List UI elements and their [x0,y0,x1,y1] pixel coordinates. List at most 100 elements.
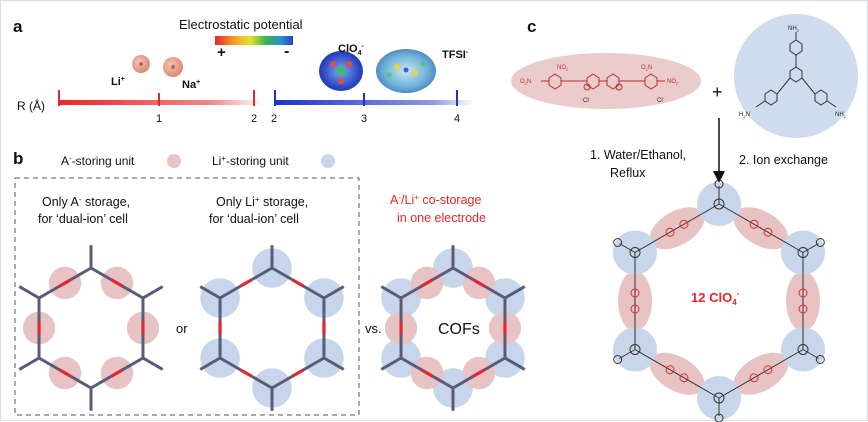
amine-group-left: H2N [739,112,750,119]
peripheral-phenyl-ring [613,355,623,364]
only-anion-storage-line2: for ‘dual-ion’ cell [38,212,128,226]
only-anion-storage-line1: Only A- storage, [42,195,130,209]
anion-linker-segment [421,278,434,288]
scale-plus-sign: + [217,44,226,61]
framework-spoke [142,285,164,300]
legend-anion-unit-swatch [167,154,181,168]
peripheral-phenyl-ring [714,413,724,422]
peripheral-phenyl-ring [613,238,623,247]
peripheral-bond [619,243,636,253]
framework-spoke [18,285,40,300]
central-benzene-ring [629,344,641,355]
perchlorate-count-label: 12 ClO4- [691,289,740,307]
peripheral-bond [619,349,636,359]
cof-macrocycle [612,179,826,422]
tfsi-label: TFSI- [442,49,469,61]
pyridinium-ring [749,373,759,383]
framework-spoke [323,285,345,300]
peripheral-bond [802,349,819,359]
central-benzene-ring [629,247,641,258]
li-storage-hexagon [199,245,345,411]
peripheral-phenyl-ring [815,238,825,247]
framework-spoke [142,356,164,371]
tfsi-sulfur-atom [412,70,418,76]
dual-ion-comparison-box [14,177,360,416]
anion-linker-segment [472,368,485,378]
step1-conditions-line2: Reflux [610,166,646,180]
legend-li-unit-swatch [321,154,335,168]
anion-storage-hexagon [18,245,164,411]
no2-group-right: NO2 [667,79,679,86]
panel-label-a: a [13,17,23,36]
cation-tick-label-1: 1 [156,113,162,125]
o2n-group-right: O2N [641,65,652,72]
only-li-storage-line2: for ‘dual-ion’ cell [209,212,299,226]
pyridinium-ring [679,373,689,383]
amine-group-top: NH2 [788,26,800,33]
anion-linker-segment [472,278,485,288]
framework-spoke [504,356,526,371]
peripheral-phenyl-ring [815,355,825,364]
co-storage-hexagon [380,245,526,411]
framework-spoke [380,285,402,300]
cation-radius-bar [59,100,264,105]
anion-tick-label-2: 2 [271,113,277,125]
step2-ion-exchange: 2. Ion exchange [739,153,828,167]
pyridinium-ring [665,365,675,375]
framework-spoke [199,356,221,371]
only-li-storage-line1: Only Li+ storage, [216,195,308,209]
framework-spoke [323,356,345,371]
na-ion-core [171,65,175,69]
tfsi-fluorine-atom [420,61,426,67]
anion-tick-label-4: 4 [454,113,460,125]
na-label: Na+ [182,79,200,91]
tfsi-sulfur-atom [394,64,400,70]
tfsi-fluorine-atom [386,72,392,78]
cation-tick-label-2: 2 [251,113,257,125]
co-storage-line1: A-/Li+ co-storage [390,193,481,207]
clo4-oxygen-atom [330,61,336,67]
li-linker-segment [240,368,253,378]
radius-axis-label: R (Å) [17,98,45,113]
vs-label: vs. [365,321,382,336]
amine-group-right: NH2 [835,112,847,119]
scale-minus-sign: - [284,43,289,60]
chloride-counterion-right: Cl- [657,95,665,104]
viologen-monomer-structure [541,73,665,91]
pyridinium-ring [763,365,773,375]
pyridinium-ring [630,304,640,314]
triamine-monomer-highlight [734,14,858,138]
pyridinium-ring [798,288,808,298]
cof-bond [718,203,804,253]
step1-conditions-line1: 1. Water/Ethanol, [590,148,686,162]
legend-anion-storing-unit: A--storing unit [61,154,135,168]
li-linker-segment [291,278,304,288]
cof-bond [634,203,720,253]
panel-label-b: b [13,149,23,168]
li-linker-segment [291,368,304,378]
pyridinium-ring [665,227,675,237]
o2n-group-left: O2N [520,79,531,86]
or-label: or [176,321,188,336]
clo4-label: ClO4- [338,43,364,57]
li-linker-segment [240,278,253,288]
central-benzene-ring [797,344,809,355]
pyridinium-ring [679,219,689,229]
reaction-arrow-head [713,171,725,183]
panel-label-c: c [527,17,536,36]
triamine-monomer-structure [755,32,837,108]
anion-linker-segment [59,278,72,288]
framework-spoke [504,285,526,300]
chloride-counterion-left: Cl- [583,95,591,104]
framework-spoke [18,356,40,371]
anion-tick-label-3: 3 [361,113,367,125]
pyridinium-ring [749,219,759,229]
pyridinium-ring [763,227,773,237]
framework-spoke [199,285,221,300]
central-benzene-ring [797,247,809,258]
tfsi-nitrogen-atom [403,67,409,73]
cof-bond [634,349,720,399]
anion-linker-segment [59,368,72,378]
